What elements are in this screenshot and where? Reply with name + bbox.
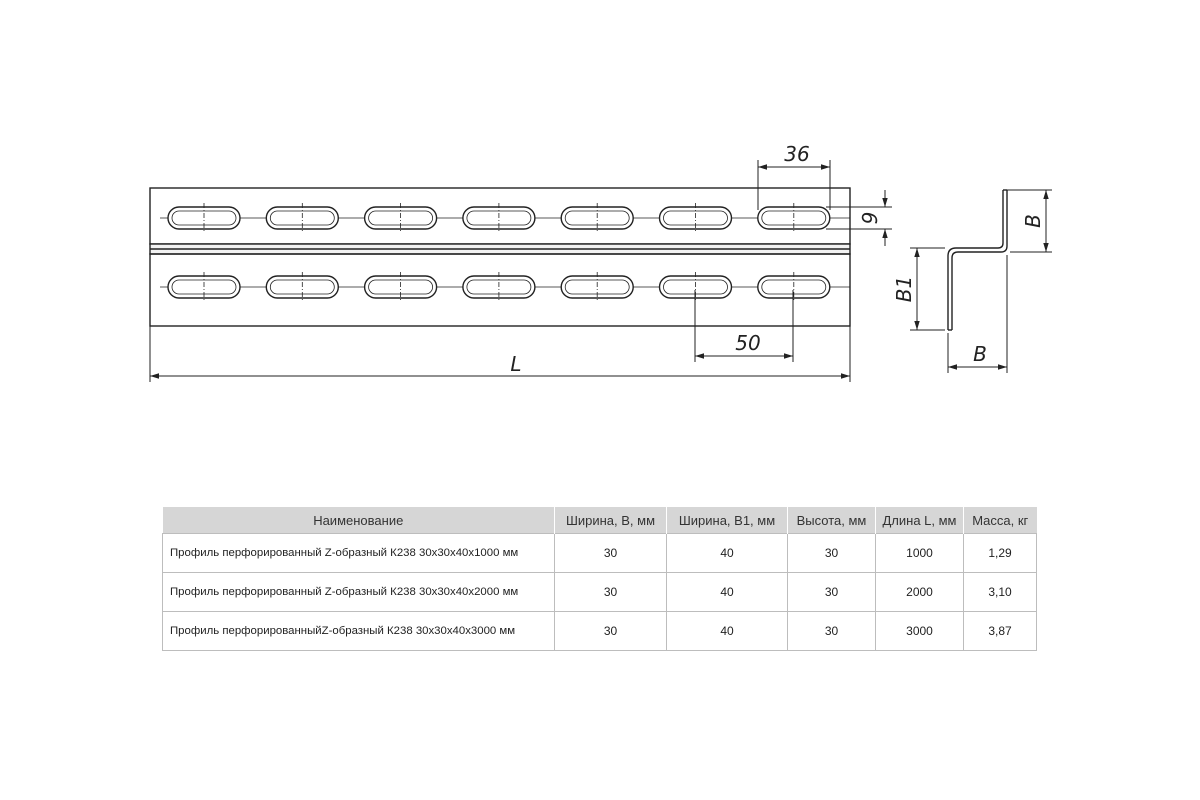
cell-name: Профиль перфорированный Z-образный К238 … [162,533,555,573]
cell-mass: 3,10 [963,572,1037,612]
dimension-9 [826,190,892,246]
upper-slot-row [167,203,831,233]
table-row: Профиль перфорированный Z-образный К238 … [162,572,1037,612]
specification-table: Наименование Ширина, В, мм Ширина, В1, м… [162,507,1037,651]
dimension-b1 [910,247,945,331]
dimension-b-bottom [947,255,1008,373]
dimension-36-label: 36 [784,142,809,166]
table-header-row: Наименование Ширина, В, мм Ширина, В1, м… [162,507,1037,534]
dimension-50 [694,290,794,362]
cell-name: Профиль перфорированныйZ-образный К238 3… [162,611,555,651]
cell-width-b1: 40 [666,533,788,573]
cell-height: 30 [787,572,876,612]
dimension-length [149,326,851,382]
cell-mass: 3,87 [963,611,1037,651]
dimension-b-top [1007,189,1052,253]
cell-name: Профиль перфорированный Z-образный К238 … [162,572,555,612]
header-mass: Масса, кг [963,507,1037,534]
profile-side-view [947,189,1008,331]
dimension-9-label: 9 [858,212,882,225]
cell-height: 30 [787,611,876,651]
dimension-b-bottom-label: B [973,342,987,366]
dimension-b-top-label: B [1021,214,1045,228]
header-width-b: Ширина, В, мм [554,507,667,534]
dimension-50-label: 50 [735,331,760,355]
cell-width-b: 30 [554,533,667,573]
cell-length: 2000 [875,572,964,612]
cell-width-b1: 40 [666,572,788,612]
table-row: Профиль перфорированный Z-образный К238 … [162,533,1037,573]
header-length: Длина L, мм [875,507,964,534]
cell-width-b: 30 [554,572,667,612]
cell-width-b: 30 [554,611,667,651]
cell-mass: 1,29 [963,533,1037,573]
cell-width-b1: 40 [666,611,788,651]
header-width-b1: Ширина, В1, мм [666,507,788,534]
cell-length: 3000 [875,611,964,651]
dimension-length-label: L [510,352,521,376]
cell-height: 30 [787,533,876,573]
header-height: Высота, мм [787,507,876,534]
cell-length: 1000 [875,533,964,573]
dimension-36 [757,160,831,210]
header-name: Наименование [162,507,555,534]
technical-drawing: 36 9 50 L B B1 [149,142,1052,382]
lower-flange [149,253,851,327]
table-row: Профиль перфорированныйZ-образный К238 3… [162,611,1037,651]
dimension-b1-label: B1 [892,276,916,302]
lower-slot-row [167,272,831,302]
